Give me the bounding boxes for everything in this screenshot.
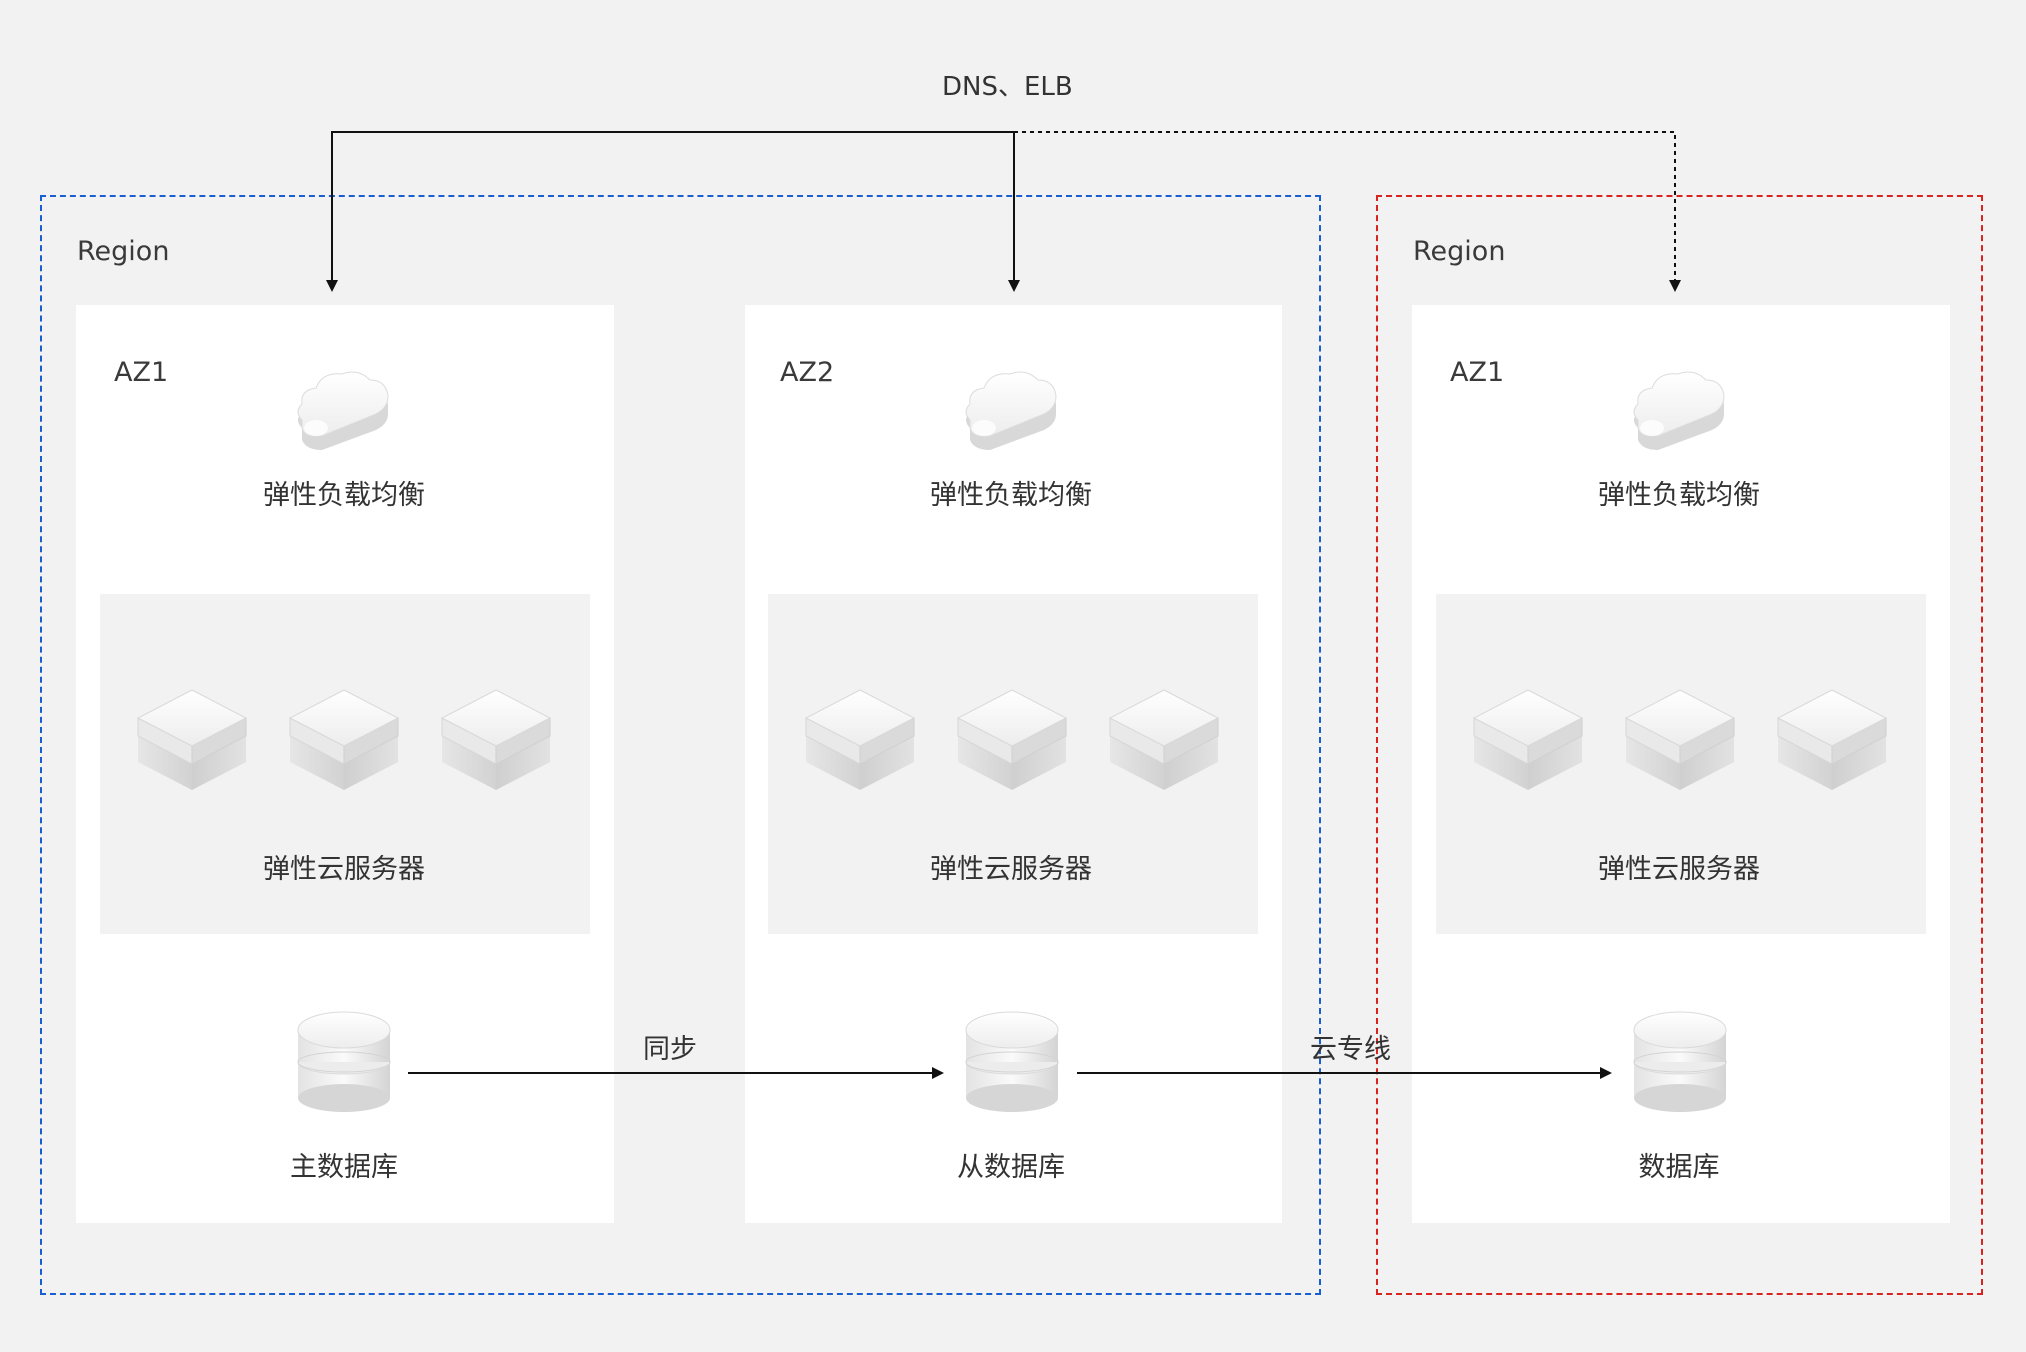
az-2-ecs-label: 弹性云服务器	[930, 854, 1092, 885]
dns-elb-label: DNS、ELB	[942, 72, 1073, 102]
cloud-icon	[1633, 371, 1725, 450]
region-primary-label: Region	[77, 236, 170, 267]
az-1-label: AZ1	[114, 357, 169, 388]
server-icon	[1776, 689, 1888, 790]
database-icon	[965, 1011, 1059, 1112]
az-3-ecs-label: 弹性云服务器	[1598, 854, 1760, 885]
direct-connect-label: 云专线	[1310, 1034, 1391, 1065]
sync-label: 同步	[643, 1034, 697, 1065]
az-3-elb-label: 弹性负载均衡	[1598, 480, 1760, 511]
cloud-icon	[297, 371, 389, 450]
server-icon	[288, 689, 400, 790]
region-primary	[40, 195, 1321, 1295]
database-icon	[1633, 1011, 1727, 1112]
az-2-elb-label: 弹性负载均衡	[930, 480, 1092, 511]
server-icon	[136, 689, 248, 790]
region-dr-label: Region	[1413, 236, 1506, 267]
az-2-db-label: 从数据库	[957, 1152, 1065, 1183]
az-1-ecs-label: 弹性云服务器	[263, 854, 425, 885]
az-3-db-label: 数据库	[1638, 1152, 1720, 1183]
az-1-elb-label: 弹性负载均衡	[263, 480, 425, 511]
az-2-label: AZ2	[780, 357, 835, 388]
server-icon	[1624, 689, 1736, 790]
cloud-icon	[965, 371, 1057, 450]
server-icon	[1108, 689, 1220, 790]
dns-to-dr-arrow	[1014, 131, 1681, 292]
server-icon	[1472, 689, 1584, 790]
az-1-db-label: 主数据库	[290, 1152, 398, 1183]
server-icon	[956, 689, 1068, 790]
region-dr	[1376, 195, 1983, 1295]
dns-to-az1-arrow	[326, 131, 1014, 292]
server-icon	[804, 689, 916, 790]
server-icon	[440, 689, 552, 790]
az-3-label: AZ1	[1450, 357, 1505, 388]
database-icon	[297, 1011, 391, 1112]
